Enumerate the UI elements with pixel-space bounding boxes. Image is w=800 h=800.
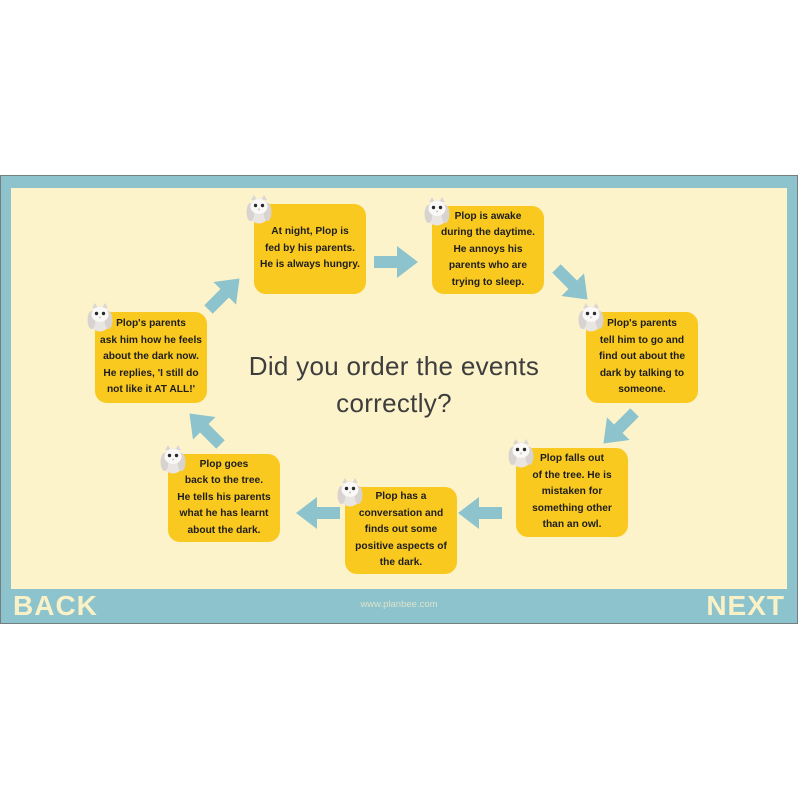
flow-arrow-3-to-4: [590, 399, 648, 457]
event-box-6-goes-back: Plop goes back to the tree. He tells his…: [160, 445, 280, 542]
flow-arrow-4-to-5: [458, 494, 502, 532]
back-button[interactable]: BACK: [13, 590, 98, 621]
event-box-7-parents-ask: Plop's parents ask him how he feels abou…: [87, 303, 207, 403]
owl-icon: [87, 302, 113, 332]
owl-icon: [578, 302, 604, 332]
slide: Did you order the events correctly? At n…: [1, 176, 797, 623]
flow-arrow-6-to-7: [176, 400, 234, 458]
owl-icon: [424, 196, 450, 226]
flow-arrow-5-to-6: [296, 494, 340, 532]
event-box-1-fed-at-night: At night, Plop is fed by his parents. He…: [246, 195, 366, 294]
event-text: At night, Plop is fed by his parents. He…: [259, 226, 361, 271]
event-text: Plop is awake during the daytime. He ann…: [441, 210, 535, 288]
slide-canvas: Did you order the events correctly? At n…: [11, 188, 787, 589]
flow-arrow-7-to-1: [195, 265, 253, 323]
event-text: Plop falls out of the tree. He is mistak…: [532, 453, 612, 531]
flow-arrow-1-to-2: [374, 243, 418, 281]
question-title: Did you order the events correctly?: [248, 351, 540, 418]
event-text: Plop goes back to the tree. He tells his…: [177, 458, 271, 536]
event-text: Plop's parents ask him how he feels abou…: [100, 318, 202, 396]
event-text: Plop's parents tell him to go and find o…: [598, 318, 685, 396]
flow-arrow-2-to-3: [543, 255, 601, 313]
watermark: www.planbee.com: [360, 599, 438, 610]
event-box-2-awake-daytime: Plop is awake during the daytime. He ann…: [424, 197, 544, 294]
next-button[interactable]: NEXT: [706, 590, 785, 621]
owl-icon: [337, 477, 363, 507]
owl-icon: [160, 444, 186, 474]
event-box-3-parents-tell: Plop's parents tell him to go and find o…: [578, 303, 698, 403]
event-box-5-conversation: Plop has a conversation and finds out so…: [337, 478, 457, 574]
owl-icon: [508, 438, 534, 468]
navigation-bar: www.planbee.com BACK NEXT: [1, 589, 797, 623]
owl-icon: [246, 194, 272, 224]
event-box-4-falls-out: Plop falls out of the tree. He is mistak…: [508, 439, 628, 537]
event-text: Plop has a conversation and finds out so…: [355, 491, 447, 569]
